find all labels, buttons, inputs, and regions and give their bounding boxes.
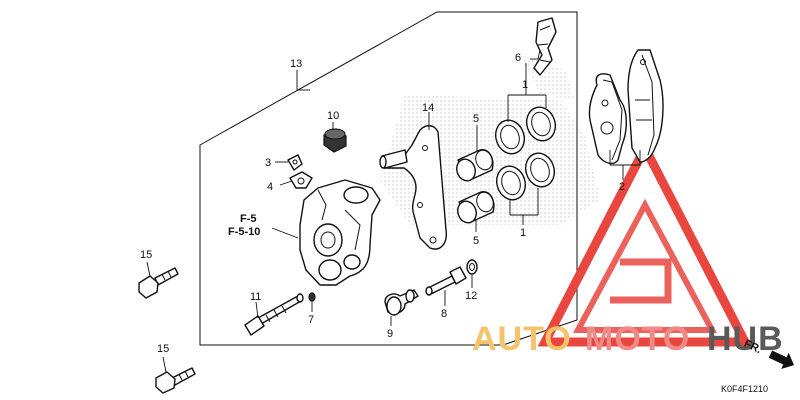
mounting-bolt-upper [138,267,179,299]
watermark-moto: MOTO [585,320,690,358]
label-8: 8 [441,308,447,320]
label-1-top: 1 [522,79,528,91]
label-10: 10 [327,110,339,122]
label-13: 13 [290,58,302,70]
ref-label-f5-10: F-5-10 [228,226,260,238]
pin-boot [466,259,478,275]
piston-seals-upper [494,106,557,155]
pad-spring [533,17,557,76]
label-9: 9 [387,328,393,340]
label-15-top: 15 [140,249,152,261]
label-12: 12 [465,290,477,302]
ref-label-f5: F-5 [240,213,257,225]
label-14: 14 [422,102,434,114]
piston-upper [456,149,494,182]
label-4: 4 [267,181,273,193]
label-3: 3 [265,157,271,169]
slide-pin [425,266,467,296]
part-labels: 13 14 10 3 4 F-5 F-5-10 6 1 1 5 5 2 15 1… [140,52,625,355]
diagram-code: K0F4F1210 [721,384,768,394]
label-7: 7 [308,314,314,326]
caliper-bracket [379,125,447,250]
label-2: 2 [619,181,625,193]
caliper-body [299,179,381,286]
leader-lines [146,49,641,373]
watermark-hub: HUB [707,320,784,358]
pin-bolt-boot [384,289,419,316]
label-6: 6 [515,52,521,64]
bleeder-screw [287,154,303,171]
brake-pad-outer [627,49,664,163]
label-15-bottom: 15 [157,343,169,355]
label-5-top: 5 [473,113,479,125]
brake-pad-inner [588,73,627,165]
assembly-outline [199,11,578,346]
label-5-bottom: 5 [473,235,479,247]
piston-lower [457,191,495,224]
small-seal [308,292,316,302]
bleeder-ring [289,171,313,189]
pin-bolt [244,293,304,336]
bleeder-cap [323,128,347,153]
mounting-bolt-lower [155,367,196,394]
watermark-text: AUTO MOTO HUB [472,320,784,358]
watermark-auto: AUTO [472,320,572,358]
direction-arrow-icon [768,350,794,370]
label-1-bottom: 1 [520,227,526,239]
watermark-logo [537,138,753,347]
piston-seals-lower [495,152,556,201]
label-11: 11 [250,291,261,303]
